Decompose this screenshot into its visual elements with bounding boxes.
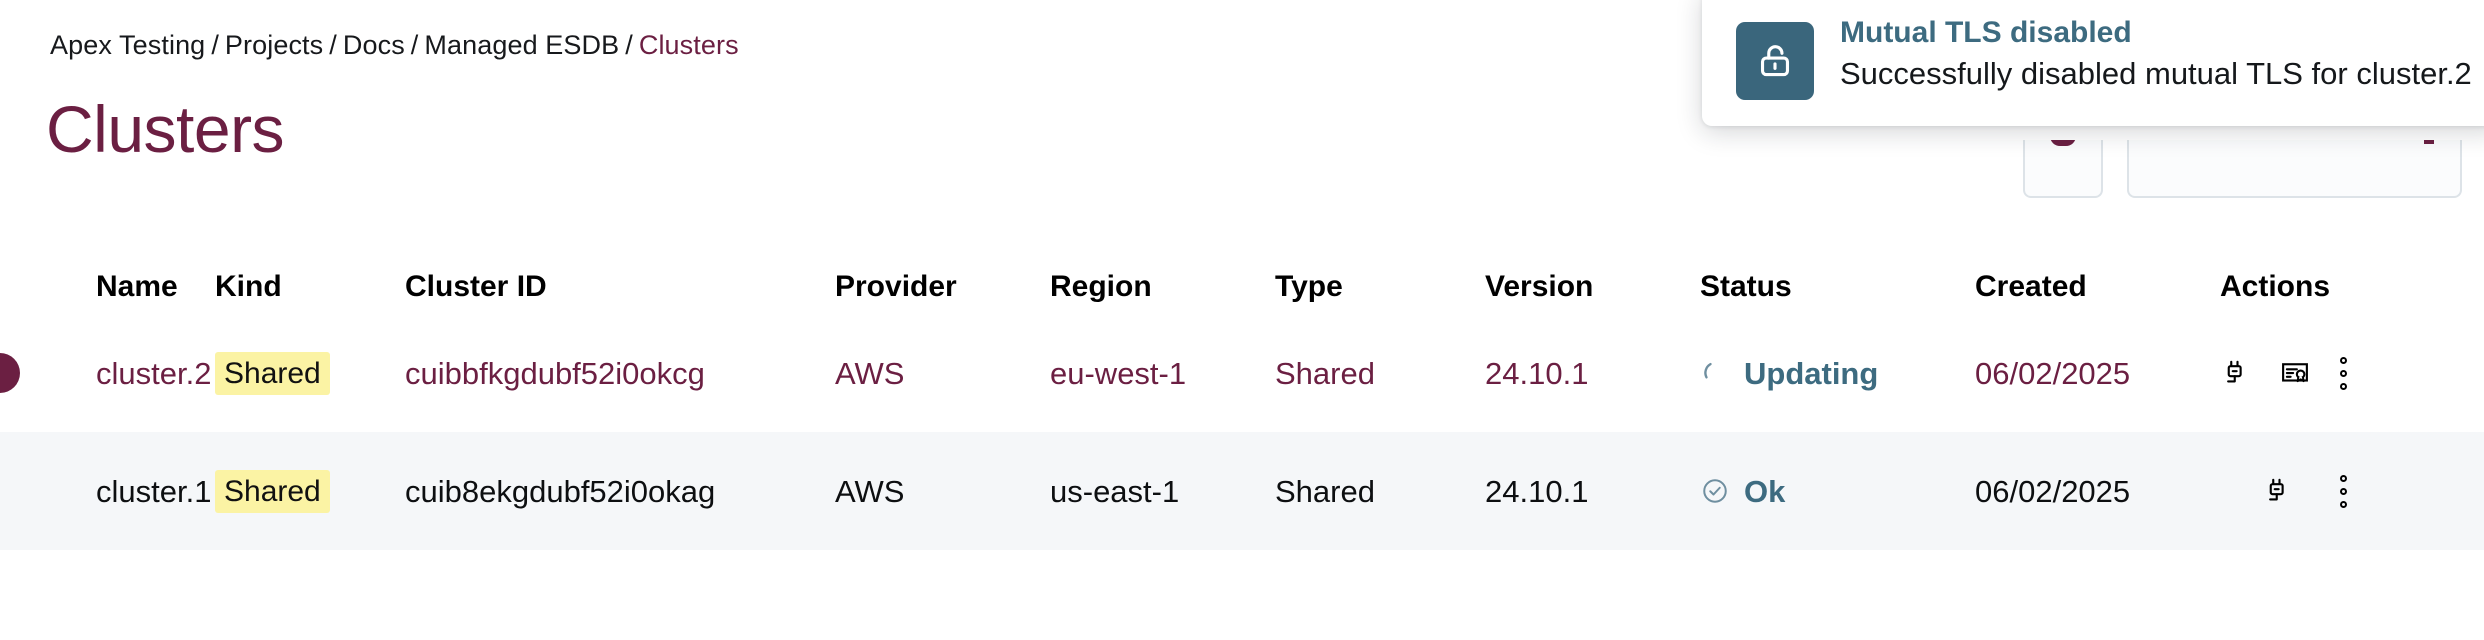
table-toolbar [2023, 140, 2462, 198]
column-header-name[interactable]: Name [96, 270, 178, 303]
column-header-provider[interactable]: Provider [835, 270, 957, 303]
cell-type: Shared [1275, 355, 1375, 391]
check-circle-icon [1703, 479, 1727, 503]
cell-region: us-east-1 [1050, 473, 1180, 509]
toast-notification[interactable]: Mutual TLS disabled Successfully disable… [1702, 0, 2484, 126]
cell-status: Updating [1700, 358, 1975, 389]
cell-created: 06/02/2025 [1975, 355, 2131, 391]
connect-plug-icon[interactable] [2262, 476, 2292, 506]
status-label: Ok [1744, 473, 1786, 509]
toast-icon-container [1736, 22, 1814, 100]
toast-body: Mutual TLS disabled Successfully disable… [1840, 10, 2472, 93]
kebab-dot [2340, 474, 2347, 482]
breadcrumb-separator: / [410, 30, 419, 60]
column-header-kind[interactable]: Kind [215, 270, 282, 303]
unlock-icon [1760, 45, 1790, 77]
column-header-type[interactable]: Type [1275, 270, 1343, 303]
cell-type: Shared [1275, 473, 1375, 509]
table-row[interactable]: cluster.1 Shared cuib8ekgdubf52i0okag AW… [0, 432, 2484, 550]
kind-badge: Shared [215, 351, 330, 395]
cell-provider: AWS [835, 355, 905, 391]
column-header-created[interactable]: Created [1975, 270, 2087, 303]
cell-version: 24.10.1 [1485, 473, 1589, 509]
toast-message: Successfully disabled mutual TLS for clu… [1840, 55, 2472, 91]
cell-kind: Shared [215, 351, 405, 395]
cell-version: 24.10.1 [1485, 355, 1589, 391]
spinner-icon [1704, 362, 1712, 379]
row-active-marker [0, 353, 20, 393]
breadcrumb-separator: / [329, 30, 337, 60]
column-header-status[interactable]: Status [1700, 270, 1792, 303]
cell-region: eu-west-1 [1050, 355, 1187, 391]
status-badge: Updating [1700, 358, 1975, 389]
clusters-table: Name Kind Cluster ID Provider Region Typ… [0, 246, 2484, 550]
breadcrumb-item-managed-esdb[interactable]: Managed ESDB [424, 30, 620, 60]
page-title: Clusters [46, 92, 285, 166]
cell-created: 06/02/2025 [1975, 473, 2131, 509]
kebab-dot [2340, 369, 2347, 377]
certificate-icon[interactable] [2280, 358, 2310, 388]
cell-actions [2220, 474, 2450, 508]
row-actions [2220, 474, 2450, 508]
breadcrumb-item-projects[interactable]: Projects [224, 30, 324, 60]
breadcrumb-separator: / [625, 30, 633, 60]
more-options-icon[interactable] [2340, 356, 2347, 390]
toolbar-refresh-button[interactable] [2023, 140, 2103, 198]
cell-name[interactable]: cluster.2 [96, 355, 212, 391]
cell-kind: Shared [215, 469, 405, 513]
table-row[interactable]: cluster.2 Shared cuibbfkgdubf52i0okcg AW… [0, 314, 2484, 432]
column-header-actions: Actions [2220, 270, 2331, 303]
toast-title: Mutual TLS disabled [1840, 16, 2132, 49]
breadcrumb-item-docs[interactable]: Docs [342, 30, 405, 60]
cell-cluster-id[interactable]: cuibbfkgdubf52i0okcg [405, 355, 705, 391]
breadcrumb-item-apex-testing[interactable]: Apex Testing [50, 30, 206, 60]
breadcrumb-separator: / [211, 30, 219, 60]
cell-provider: AWS [835, 473, 905, 509]
kebab-dot [2340, 356, 2347, 364]
cell-actions [2220, 356, 2450, 390]
connect-plug-icon[interactable] [2220, 358, 2250, 388]
column-header-cluster-id[interactable]: Cluster ID [405, 270, 547, 303]
more-options-icon[interactable] [2340, 474, 2347, 508]
status-label: Updating [1744, 355, 1879, 391]
toolbar-search-field[interactable] [2127, 140, 2462, 198]
kebab-dot [2340, 487, 2347, 495]
column-header-version[interactable]: Version [1485, 270, 1594, 303]
breadcrumb-item-clusters[interactable]: Clusters [638, 30, 739, 60]
status-badge: Ok [1700, 476, 1975, 507]
kind-badge: Shared [215, 469, 330, 513]
cell-cluster-id[interactable]: cuib8ekgdubf52i0okag [405, 473, 716, 509]
table-header-row: Name Kind Cluster ID Provider Region Typ… [0, 246, 2484, 317]
kebab-dot [2340, 500, 2347, 508]
breadcrumb: Apex Testing/Projects/Docs/Managed ESDB/… [50, 30, 739, 61]
cell-name[interactable]: cluster.1 [96, 473, 212, 509]
kebab-dot [2340, 382, 2347, 390]
cell-status: Ok [1700, 476, 1975, 507]
column-header-region[interactable]: Region [1050, 270, 1152, 303]
row-actions [2220, 356, 2450, 390]
